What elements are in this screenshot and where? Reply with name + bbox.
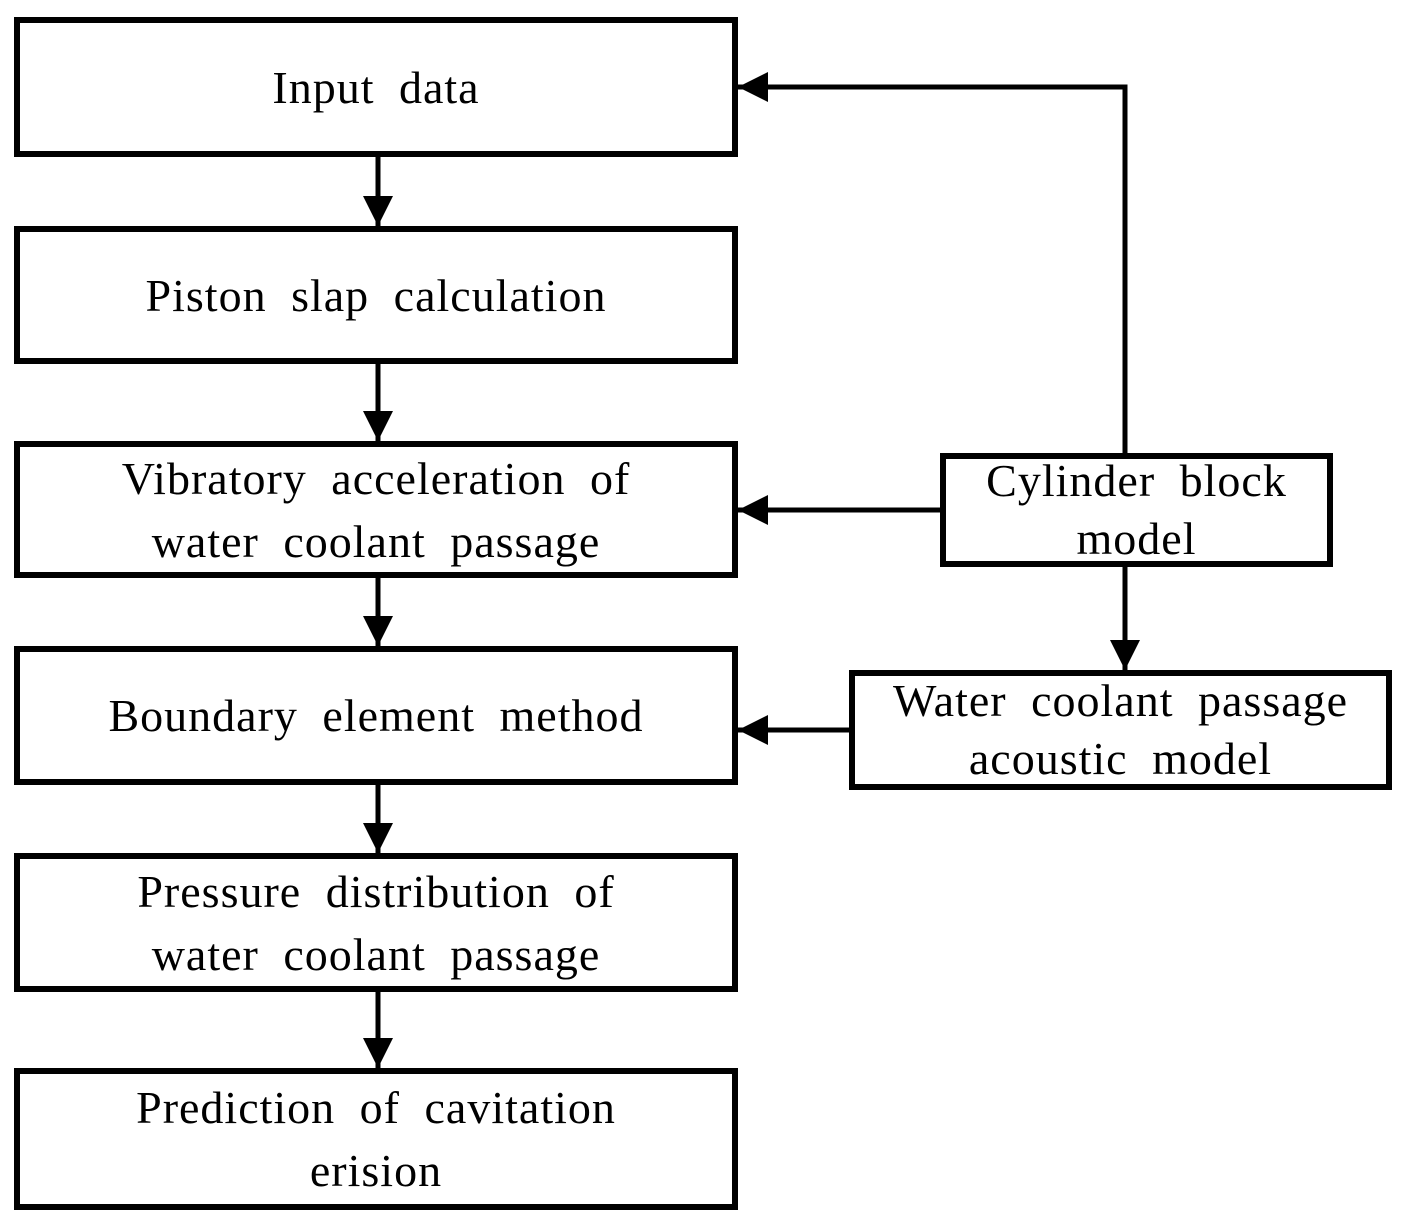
node-pressure-distribution: Pressure distribution of water coolant p… bbox=[14, 853, 738, 992]
arrow-cylinder-to-input-feedback bbox=[738, 72, 1128, 453]
node-water-coolant-passage-acoustic-model: Water coolant passage acoustic model bbox=[849, 670, 1392, 790]
node-input-data: Input data bbox=[14, 17, 738, 157]
node-cylinder-block-model: Cylinder block model bbox=[940, 453, 1333, 567]
node-piston-slap-calculation: Piston slap calculation bbox=[14, 226, 738, 364]
node-vibratory-acceleration: Vibratory acceleration of water coolant … bbox=[14, 441, 738, 578]
node-prediction-cavitation-erision: Prediction of cavitation erision bbox=[14, 1068, 738, 1210]
node-boundary-element-method: Boundary element method bbox=[14, 646, 738, 785]
